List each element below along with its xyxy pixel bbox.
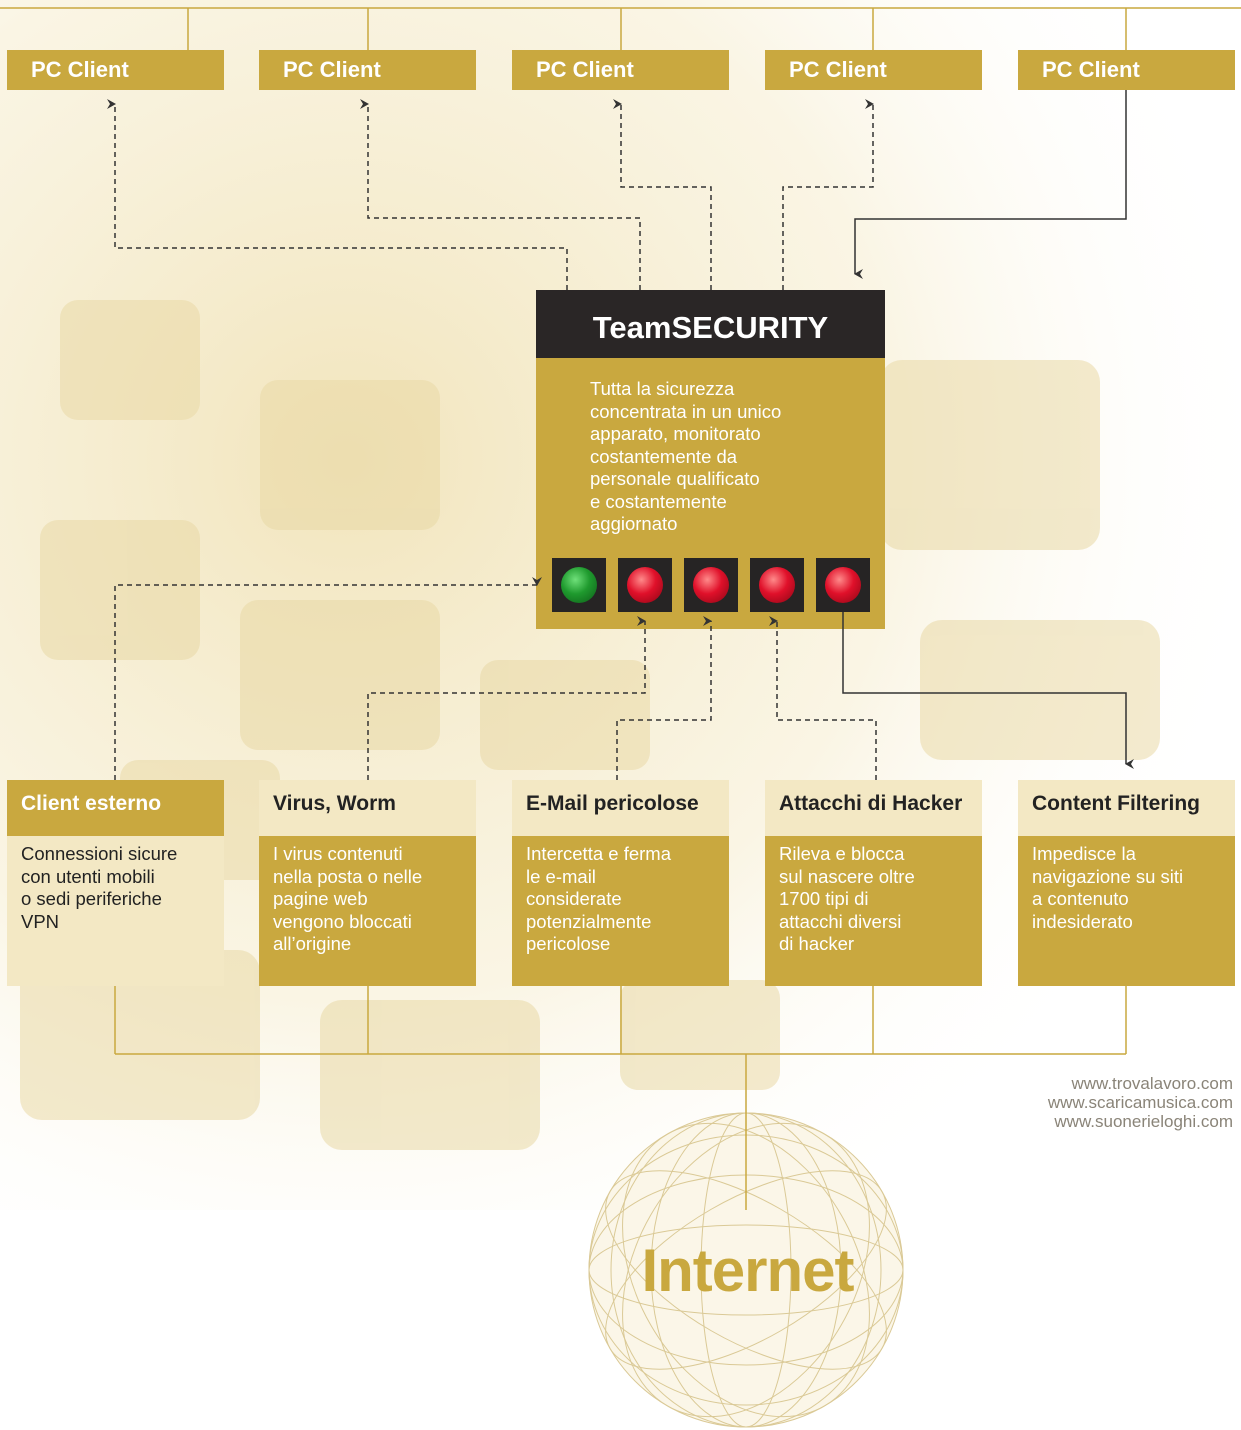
pc-client-label: PC Client — [789, 57, 887, 82]
service-description: Intercetta e ferma le e-mail considerate… — [526, 843, 671, 954]
pc-client-label: PC Client — [1042, 57, 1140, 82]
status-led-red — [825, 567, 861, 603]
service-box-attacchi-hacker: Attacchi di Hacker Rileva e blocca sul n… — [765, 780, 982, 986]
service-description: Rileva e blocca sul nascere oltre 1700 t… — [779, 843, 915, 954]
status-led-cell — [750, 558, 804, 612]
teamsecurity-box: TeamSECURITY Tutta la sicurezza concentr… — [536, 290, 885, 629]
pc-client-box: PC Client — [1018, 50, 1235, 90]
solid-arrows — [842, 90, 1134, 769]
url-list: www.trovalavoro.com www.scaricamusica.co… — [1048, 1074, 1233, 1131]
service-box-content-filtering: Content Filtering Impedisce la navigazio… — [1018, 780, 1235, 986]
url-text: www.suonerieloghi.com — [1054, 1112, 1233, 1131]
teamsecurity-title: TeamSECURITY — [536, 290, 885, 358]
pc-client-box: PC Client — [512, 50, 729, 90]
pc-client-box: PC Client — [7, 50, 224, 90]
status-led-cell — [552, 558, 606, 612]
pc-client-label: PC Client — [536, 57, 634, 82]
pc-client-box: PC Client — [259, 50, 476, 90]
service-description: Connessioni sicure con utenti mobili o s… — [21, 843, 178, 932]
service-box-virus-worm: Virus, Worm I virus contenuti nella post… — [259, 780, 476, 986]
pc-client-label: PC Client — [283, 57, 381, 82]
status-led-red — [627, 567, 663, 603]
service-title: E-Mail pericolose — [512, 780, 729, 836]
status-led-cell — [618, 558, 672, 612]
url-text: www.trovalavoro.com — [1071, 1074, 1233, 1093]
url-text: www.scaricamusica.com — [1047, 1093, 1233, 1112]
service-description: Impedisce la navigazione su siti a conte… — [1032, 843, 1184, 932]
internet-label: Internet — [641, 1237, 854, 1304]
status-led-red — [693, 567, 729, 603]
service-title: Client esterno — [7, 780, 224, 836]
pc-client-label: PC Client — [31, 57, 129, 82]
status-led-red — [759, 567, 795, 603]
service-title: Content Filtering — [1018, 780, 1235, 836]
service-box-client-esterno: Client esterno Connessioni sicure con ut… — [7, 780, 224, 986]
service-title: Attacchi di Hacker — [765, 780, 982, 836]
status-led-cell — [816, 558, 870, 612]
pc-client-box: PC Client — [765, 50, 982, 90]
service-box-email-pericolose: E-Mail pericolose Intercetta e ferma le … — [512, 780, 729, 986]
teamsecurity-description: Tutta la sicurezza concentrata in un uni… — [590, 378, 782, 534]
globe-icon — [588, 1112, 904, 1428]
network-bus-lines — [0, 7, 1241, 1210]
status-led-cell — [684, 558, 738, 612]
service-description: I virus contenuti nella posta o nelle pa… — [273, 843, 423, 954]
dashed-arrows — [107, 99, 877, 780]
status-led-green — [561, 567, 597, 603]
service-title: Virus, Worm — [259, 780, 476, 836]
